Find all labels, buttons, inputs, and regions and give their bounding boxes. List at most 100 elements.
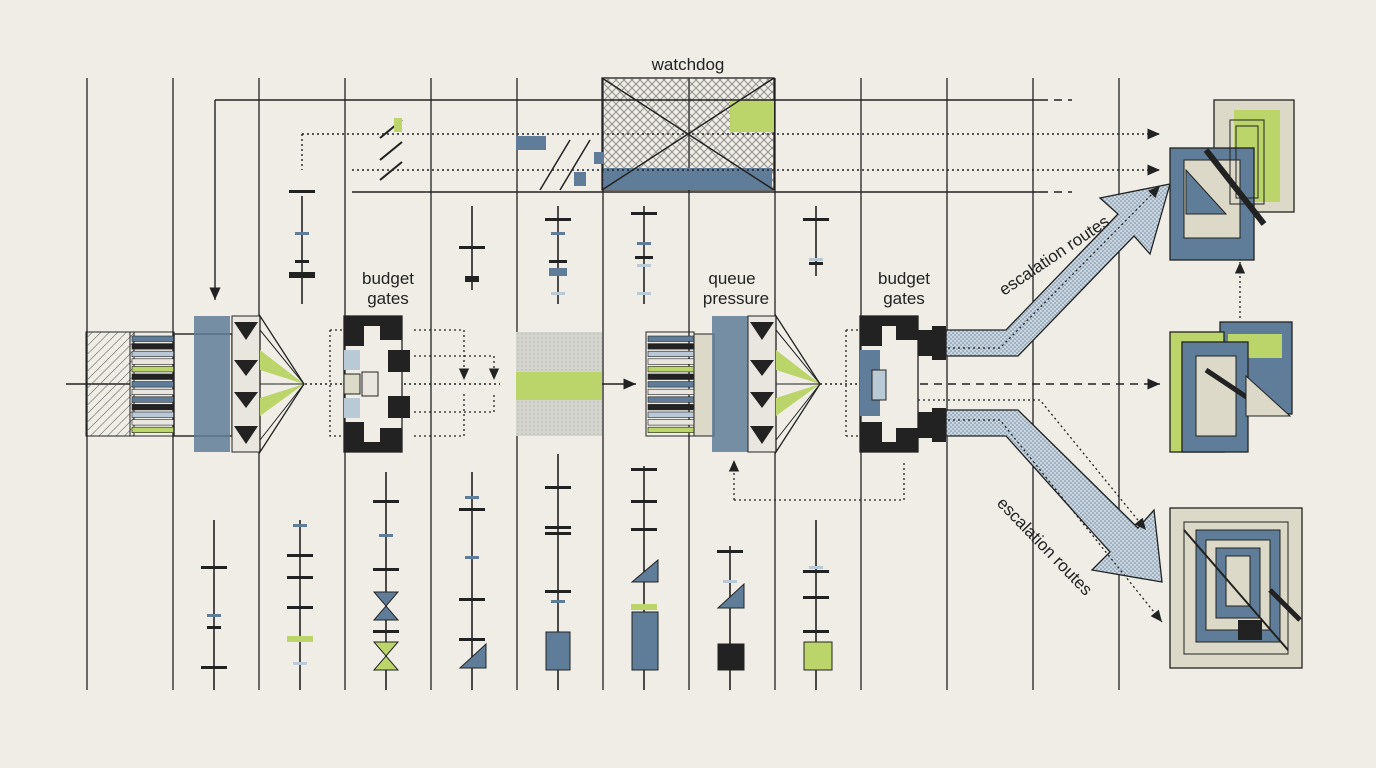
- glyph-tick: [803, 596, 829, 599]
- glyph-hourglass: [372, 591, 400, 621]
- glyph-tick: [637, 292, 651, 295]
- funnel-stripe: [647, 358, 695, 365]
- glyph-triangle: [716, 582, 745, 609]
- funnel-stripe: [131, 343, 175, 350]
- glyph-tick: [465, 556, 479, 559]
- glyph-tick: [287, 576, 313, 579]
- budget-gates-label-2b: gates: [883, 289, 925, 308]
- glyph-tick: [635, 256, 653, 259]
- glyph-tick: [551, 600, 565, 603]
- funnel-stripe: [647, 335, 695, 342]
- nested-square-icon-top: [1169, 99, 1295, 261]
- glyph-tick: [545, 526, 571, 529]
- glyph-hourglass: [372, 641, 400, 671]
- funnel-stripe: [131, 396, 175, 403]
- glyph-tick: [723, 580, 737, 583]
- glyph-tick: [207, 626, 221, 629]
- glyph-tick: [803, 570, 829, 573]
- funnel-stripe: [131, 388, 175, 396]
- gate-block-icon-2: [859, 315, 946, 453]
- glyph-tick: [545, 218, 571, 221]
- watchdog-block: [379, 77, 775, 191]
- funnel-stripe: [131, 426, 175, 434]
- nested-square-icon-middle: [1169, 321, 1293, 453]
- glyph-tick: [717, 550, 743, 553]
- glyph-tick: [637, 242, 651, 245]
- funnel-stripe: [131, 358, 175, 365]
- glyph-tick: [637, 264, 651, 267]
- saturation-band-icon: [516, 332, 602, 436]
- glyph-tick: [549, 260, 567, 263]
- glyph-tick: [551, 232, 565, 235]
- glyph-block: [545, 631, 571, 671]
- funnel-stripe: [647, 366, 695, 373]
- glyph-tick: [631, 604, 657, 610]
- glyph-tick: [631, 468, 657, 471]
- funnel-stripe: [647, 404, 695, 411]
- glyph-tick: [287, 554, 313, 557]
- glyph-tick: [809, 566, 823, 569]
- glyph-tick: [545, 532, 571, 535]
- funnel-stripe: [131, 411, 175, 418]
- budget-gates-label-1b: gates: [367, 289, 409, 308]
- funnel-stripe: [647, 396, 695, 403]
- funnel-stripe: [131, 419, 175, 426]
- glyph-tick: [459, 598, 485, 601]
- glyph-tick: [545, 486, 571, 489]
- glyph-tick: [379, 534, 393, 537]
- escalation-dotted-routes: [918, 185, 1246, 623]
- gate-block-icon-1: [343, 315, 410, 453]
- glyph-tick: [289, 272, 315, 278]
- funnel-stripe: [131, 381, 175, 388]
- glyph-tick: [293, 524, 307, 527]
- funnel-stripe: [647, 343, 695, 350]
- glyph-tick: [631, 500, 657, 503]
- glyph-tick: [201, 566, 227, 569]
- glyph-tick: [803, 218, 829, 221]
- funnel-stripe: [131, 366, 175, 373]
- glyph-tick: [295, 260, 309, 263]
- glyph-tick: [373, 568, 399, 571]
- funnel-stripe: [647, 419, 695, 426]
- nested-square-icon-bottom: [1169, 507, 1303, 669]
- glyph-block: [803, 641, 833, 671]
- funnel-stripe: [131, 350, 175, 358]
- budget-gates-label-2a: budget: [878, 269, 930, 288]
- glyph-tick: [631, 212, 657, 215]
- glyph-tick: [809, 262, 823, 265]
- signal-glyph-columns: [201, 190, 833, 690]
- glyph-tick: [459, 638, 485, 641]
- funnel-stripe: [647, 373, 695, 380]
- glyph-tick: [295, 232, 309, 235]
- funnel-stripe: [131, 373, 175, 380]
- glyph-block: [717, 643, 745, 671]
- glyph-tick: [459, 508, 485, 511]
- escalation-arrow-icon-upper: [945, 183, 1171, 357]
- funnel-stripe: [647, 350, 695, 358]
- funnel-stripe: [647, 426, 695, 434]
- glyph-tick: [465, 496, 479, 499]
- glyph-tick: [459, 246, 485, 249]
- glyph-tick: [289, 190, 315, 193]
- glyph-tick: [287, 606, 313, 609]
- gate-1-dotted-routes: [329, 329, 500, 437]
- queue-pressure-label-b: pressure: [703, 289, 769, 308]
- funnel-stripe: [647, 381, 695, 388]
- glyph-tick: [293, 662, 307, 665]
- merge-funnel-icon-2: [645, 313, 821, 455]
- glyph-block: [631, 611, 659, 671]
- glyph-tick: [809, 258, 823, 261]
- glyph-tick: [373, 500, 399, 503]
- glyph-tick: [631, 528, 657, 531]
- glyph-tick: [803, 630, 829, 633]
- glyph-triangle: [630, 558, 659, 583]
- glyph-tick: [287, 636, 313, 642]
- glyph-tick: [549, 268, 567, 276]
- glyph-tick: [201, 666, 227, 669]
- gate-2-dotted-routes: [845, 329, 860, 437]
- funnel-stripe: [647, 411, 695, 418]
- glyph-tick: [207, 614, 221, 617]
- merge-funnel-icon-1: [85, 313, 305, 455]
- glyph-tick: [373, 630, 399, 633]
